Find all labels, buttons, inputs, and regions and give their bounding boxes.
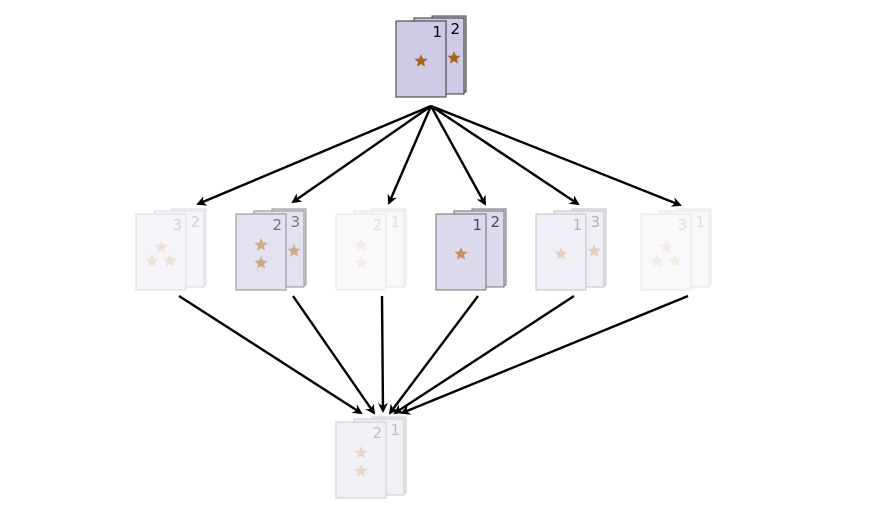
card-number: 1 (192, 211, 202, 229)
card: 1 (353, 418, 405, 496)
card-face (171, 208, 207, 286)
star-icon (354, 446, 368, 459)
arrow (292, 295, 376, 415)
card-number: 2 (592, 211, 602, 229)
arrow (178, 294, 363, 415)
arrow (387, 105, 433, 205)
star-icon (389, 242, 403, 255)
card-number: 2 (490, 213, 500, 231)
card-number: 2 (450, 20, 460, 38)
arrow (430, 105, 580, 206)
card-number: 3 (590, 213, 600, 231)
card-face (640, 213, 692, 291)
card-number: 2 (697, 211, 707, 229)
card: 2 (335, 421, 387, 499)
arrow (400, 294, 689, 415)
card: 1 (353, 210, 405, 288)
card: 1 (395, 20, 447, 98)
star-icon (447, 51, 461, 64)
middle-stack-4: 321 (435, 208, 507, 291)
star-icon (163, 254, 177, 267)
card: 3 (553, 210, 605, 288)
card: 1 (658, 210, 710, 288)
star-icon (254, 238, 268, 251)
card: 1 (435, 213, 487, 291)
card-face (135, 213, 187, 291)
middle-stack-5: 231 (535, 208, 607, 291)
card-face (153, 210, 205, 288)
card-number: 2 (372, 216, 382, 234)
top-stack: 321 (395, 15, 467, 98)
card-number: 3 (172, 216, 182, 234)
arrow (291, 105, 432, 204)
card-number: 3 (392, 211, 402, 229)
card-face (353, 418, 405, 496)
star-icon (554, 247, 568, 260)
card: 2 (153, 210, 205, 288)
card-face (371, 416, 407, 494)
card-number: 3 (677, 216, 687, 234)
card-number: 1 (390, 421, 400, 439)
card-face (353, 210, 405, 288)
middle-stack-2: 132 (235, 208, 307, 291)
star-icon (659, 240, 673, 253)
star-icon (145, 254, 159, 267)
card: 2 (571, 208, 607, 286)
card-number: 1 (695, 213, 705, 231)
middle-stack-6: 213 (640, 208, 712, 291)
card: 3 (371, 416, 407, 494)
card: 2 (335, 213, 387, 291)
card: 1 (535, 213, 587, 291)
card-number: 3 (392, 419, 402, 437)
star-icon (454, 247, 468, 260)
card-number: 1 (390, 213, 400, 231)
arrow (430, 104, 682, 207)
middle-stack-3: 312 (335, 208, 407, 291)
card-face (371, 208, 407, 286)
card: 2 (235, 213, 287, 291)
card-face (335, 421, 387, 499)
star-icon (668, 254, 682, 267)
card-face (535, 213, 587, 291)
card: 2 (676, 208, 712, 286)
card-face (235, 213, 287, 291)
card-number: 1 (432, 23, 442, 41)
card: 1 (171, 208, 207, 286)
arrow (388, 295, 479, 415)
card: 3 (135, 213, 187, 291)
arrow (196, 104, 432, 206)
card-number: 2 (372, 424, 382, 442)
card: 3 (371, 208, 407, 286)
card-number: 2 (190, 213, 200, 231)
stacks-layer: 321123132312321231213312 (135, 15, 712, 499)
card: 3 (640, 213, 692, 291)
card-face (553, 210, 605, 288)
star-icon (587, 244, 601, 257)
star-icon (650, 254, 664, 267)
card-number: 1 (572, 216, 582, 234)
star-icon (354, 464, 368, 477)
arrow (429, 105, 487, 206)
arrow (393, 294, 575, 415)
star-icon (414, 54, 428, 67)
card-number: 2 (272, 216, 282, 234)
arrow (377, 295, 388, 413)
card-number: 1 (472, 216, 482, 234)
star-icon (154, 240, 168, 253)
card-face (335, 213, 387, 291)
card-face (658, 210, 710, 288)
middle-stack-1: 123 (135, 208, 207, 291)
star-icon (287, 244, 301, 257)
star-icon (389, 450, 403, 463)
card-face (571, 208, 607, 286)
star-icon (354, 256, 368, 269)
card-number: 3 (290, 213, 300, 231)
star-icon (254, 256, 268, 269)
arrows-layer (178, 104, 689, 415)
card-face (676, 208, 712, 286)
star-icon (354, 238, 368, 251)
bottom-stack: 312 (335, 416, 407, 499)
